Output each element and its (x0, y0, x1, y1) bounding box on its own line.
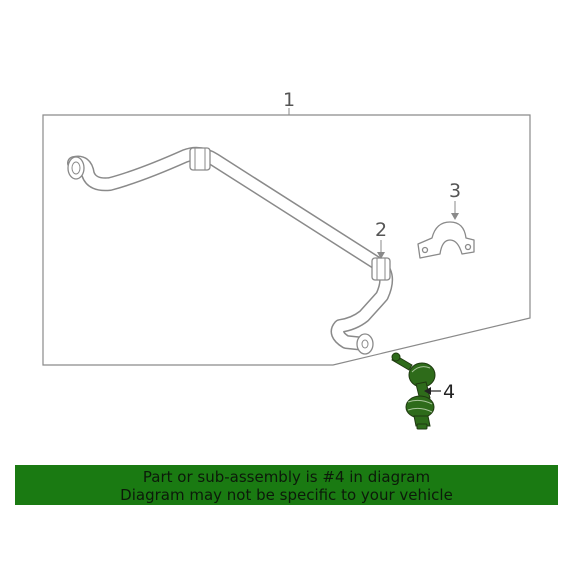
leader-arrow-2 (377, 252, 385, 259)
leader-arrow-4 (424, 387, 431, 395)
bushing-bracket (417, 221, 475, 259)
callout-3: 3 (449, 180, 461, 202)
callout-1: 1 (283, 89, 295, 111)
callout-4: 4 (443, 381, 455, 403)
stabilizer-bar (67, 146, 394, 355)
stabilizer-link (391, 352, 436, 430)
assembly-frame (42, 114, 531, 366)
notice-line-2: Diagram may not be specific to your vehi… (120, 486, 453, 504)
diagram-notice-banner: Part or sub-assembly is #4 in diagram Di… (15, 465, 558, 505)
bushing (371, 257, 391, 281)
notice-line-1: Part or sub-assembly is #4 in diagram (142, 468, 431, 486)
leader-arrow-3 (451, 213, 459, 220)
callout-2: 2 (375, 219, 387, 241)
